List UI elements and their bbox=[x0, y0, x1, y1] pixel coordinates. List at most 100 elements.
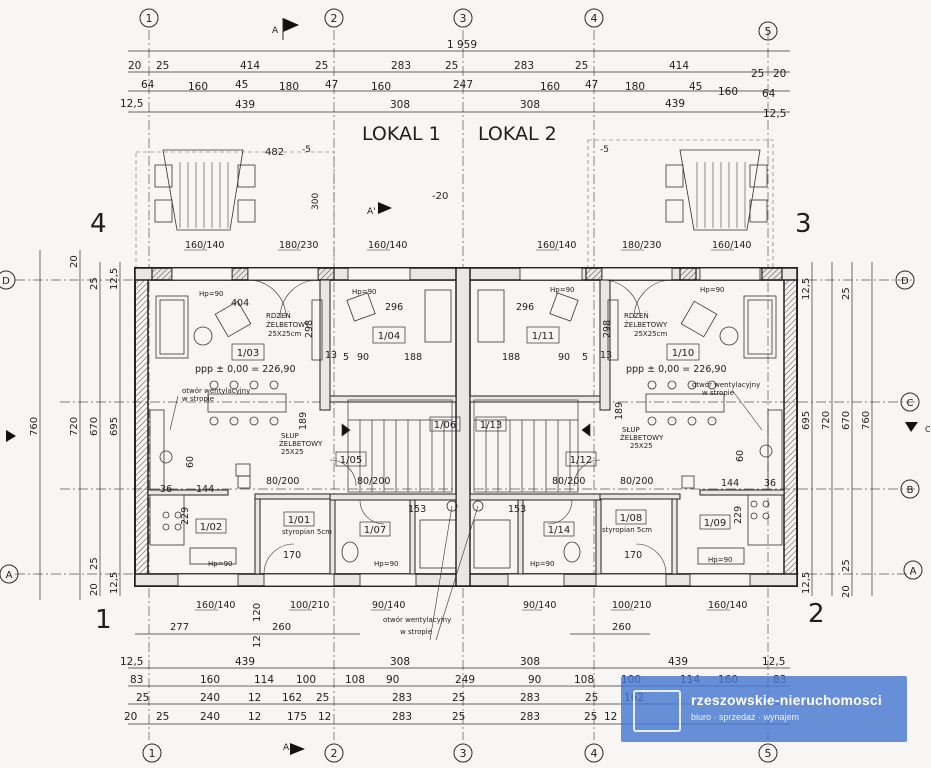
axis-bubble-top-5: 5 bbox=[758, 21, 778, 41]
svg-text:90/140: 90/140 bbox=[523, 600, 556, 611]
svg-text:100/210: 100/210 bbox=[290, 600, 329, 611]
svg-text:ppp ± 0,00 = 226,90: ppp ± 0,00 = 226,90 bbox=[195, 364, 295, 375]
svg-text:Hp=90: Hp=90 bbox=[208, 560, 232, 568]
svg-text:283: 283 bbox=[391, 60, 411, 72]
svg-text:160/140: 160/140 bbox=[196, 600, 235, 611]
section-mark-mid: A' bbox=[367, 202, 392, 217]
svg-text:25X25cm: 25X25cm bbox=[268, 330, 301, 338]
svg-text:720: 720 bbox=[821, 411, 832, 430]
svg-text:189: 189 bbox=[298, 412, 309, 430]
room-1-05: 1/05 bbox=[340, 455, 362, 466]
right-dimension-lines bbox=[811, 262, 873, 596]
section-mark-top: A bbox=[272, 18, 299, 40]
svg-text:308: 308 bbox=[520, 99, 540, 111]
svg-text:ŻELBETOWY: ŻELBETOWY bbox=[624, 320, 668, 329]
svg-text:A: A bbox=[6, 570, 13, 581]
svg-text:229: 229 bbox=[180, 507, 191, 525]
svg-text:otwór wentylacyjny: otwór wentylacyjny bbox=[692, 381, 760, 389]
room-1-10: 1/10 bbox=[672, 348, 694, 359]
axis-bubble-top-2: 2 bbox=[324, 8, 344, 28]
svg-text:13: 13 bbox=[325, 350, 337, 361]
svg-text:162: 162 bbox=[282, 692, 302, 704]
svg-text:160/140: 160/140 bbox=[712, 240, 751, 251]
svg-text:25: 25 bbox=[452, 711, 465, 723]
svg-text:90: 90 bbox=[386, 674, 399, 686]
room-1-04: 1/04 bbox=[378, 331, 400, 342]
svg-text:64: 64 bbox=[762, 88, 776, 100]
svg-text:720: 720 bbox=[69, 417, 80, 436]
svg-text:20: 20 bbox=[124, 711, 137, 723]
svg-text:1: 1 bbox=[149, 747, 156, 760]
svg-text:283: 283 bbox=[392, 711, 412, 723]
axis-bubble-bottom-2: 2 bbox=[324, 743, 344, 763]
svg-text:12: 12 bbox=[252, 635, 263, 648]
svg-text:w stropie: w stropie bbox=[182, 395, 214, 403]
opening-b5: 100/210 bbox=[611, 600, 651, 611]
svg-text:283: 283 bbox=[392, 692, 412, 704]
svg-text:260: 260 bbox=[612, 622, 631, 633]
svg-text:80/200: 80/200 bbox=[552, 476, 585, 487]
svg-text:25: 25 bbox=[156, 60, 169, 72]
svg-text:20: 20 bbox=[128, 60, 141, 72]
svg-text:60: 60 bbox=[185, 456, 196, 468]
svg-text:229: 229 bbox=[733, 506, 744, 524]
svg-text:3: 3 bbox=[460, 12, 467, 25]
svg-text:A: A bbox=[910, 566, 917, 577]
opening-b3: 90/140 bbox=[371, 600, 405, 611]
svg-text:4: 4 bbox=[591, 12, 598, 25]
svg-text:283: 283 bbox=[520, 711, 540, 723]
svg-text:260: 260 bbox=[272, 622, 291, 633]
unit-number-br: 2 bbox=[808, 599, 825, 629]
svg-text:25: 25 bbox=[89, 557, 100, 570]
svg-text:160: 160 bbox=[540, 81, 560, 93]
svg-text:12,5: 12,5 bbox=[763, 108, 786, 120]
svg-text:760: 760 bbox=[29, 417, 40, 436]
svg-text:439: 439 bbox=[235, 656, 255, 668]
svg-text:20: 20 bbox=[89, 583, 100, 596]
svg-text:2: 2 bbox=[331, 747, 338, 760]
svg-text:160/140: 160/140 bbox=[185, 240, 224, 251]
svg-text:296: 296 bbox=[516, 302, 534, 313]
svg-text:298: 298 bbox=[602, 320, 613, 338]
svg-text:RDZEŃ: RDZEŃ bbox=[266, 311, 291, 320]
opening-w2: 180/230 bbox=[278, 240, 318, 251]
svg-text:120: 120 bbox=[252, 603, 263, 622]
svg-text:2: 2 bbox=[331, 12, 338, 25]
top-wall-openings bbox=[171, 267, 761, 281]
svg-text:308: 308 bbox=[390, 656, 410, 668]
opening-b1: 160/140 bbox=[195, 600, 235, 611]
axis-bubble-left-A: A bbox=[0, 564, 19, 584]
opening-w6: 160/140 bbox=[711, 240, 751, 251]
svg-text:12: 12 bbox=[604, 711, 617, 723]
svg-text:A: A bbox=[283, 743, 290, 753]
svg-text:153: 153 bbox=[508, 504, 526, 515]
svg-text:5: 5 bbox=[343, 352, 349, 363]
svg-text:12: 12 bbox=[248, 711, 261, 723]
opening-w5: 180/230 bbox=[621, 240, 661, 251]
svg-text:249: 249 bbox=[455, 674, 475, 686]
svg-text:ppp ± 0,00 = 226,90: ppp ± 0,00 = 226,90 bbox=[626, 364, 726, 375]
interior-dimensions: 404 296 296 188 188 90 90 5 5 13 13 298 … bbox=[160, 298, 776, 561]
svg-text:160: 160 bbox=[188, 81, 208, 93]
svg-text:4: 4 bbox=[591, 747, 598, 760]
opening-d3: 80/200 bbox=[552, 476, 585, 487]
svg-text:160/140: 160/140 bbox=[537, 240, 576, 251]
section-mark-left bbox=[6, 430, 16, 442]
room-1-11: 1/11 bbox=[532, 331, 554, 342]
room-1-02: 1/02 bbox=[200, 522, 222, 533]
svg-text:12,5: 12,5 bbox=[762, 656, 785, 668]
svg-text:5: 5 bbox=[582, 352, 588, 363]
axis-bubble-right-A: A bbox=[903, 560, 923, 580]
svg-text:otwór wentylacyjny: otwór wentylacyjny bbox=[182, 387, 250, 395]
svg-text:90/140: 90/140 bbox=[372, 600, 405, 611]
svg-text:80/200: 80/200 bbox=[266, 476, 299, 487]
svg-text:13: 13 bbox=[600, 350, 612, 361]
svg-text:60: 60 bbox=[735, 450, 746, 462]
axis-bubble-top-1: 1 bbox=[139, 8, 159, 28]
svg-text:100/210: 100/210 bbox=[612, 600, 651, 611]
axis-bubbles-right: D C B A bbox=[895, 270, 923, 580]
svg-text:-20: -20 bbox=[432, 191, 448, 202]
svg-text:180: 180 bbox=[625, 81, 645, 93]
svg-text:90: 90 bbox=[528, 674, 541, 686]
